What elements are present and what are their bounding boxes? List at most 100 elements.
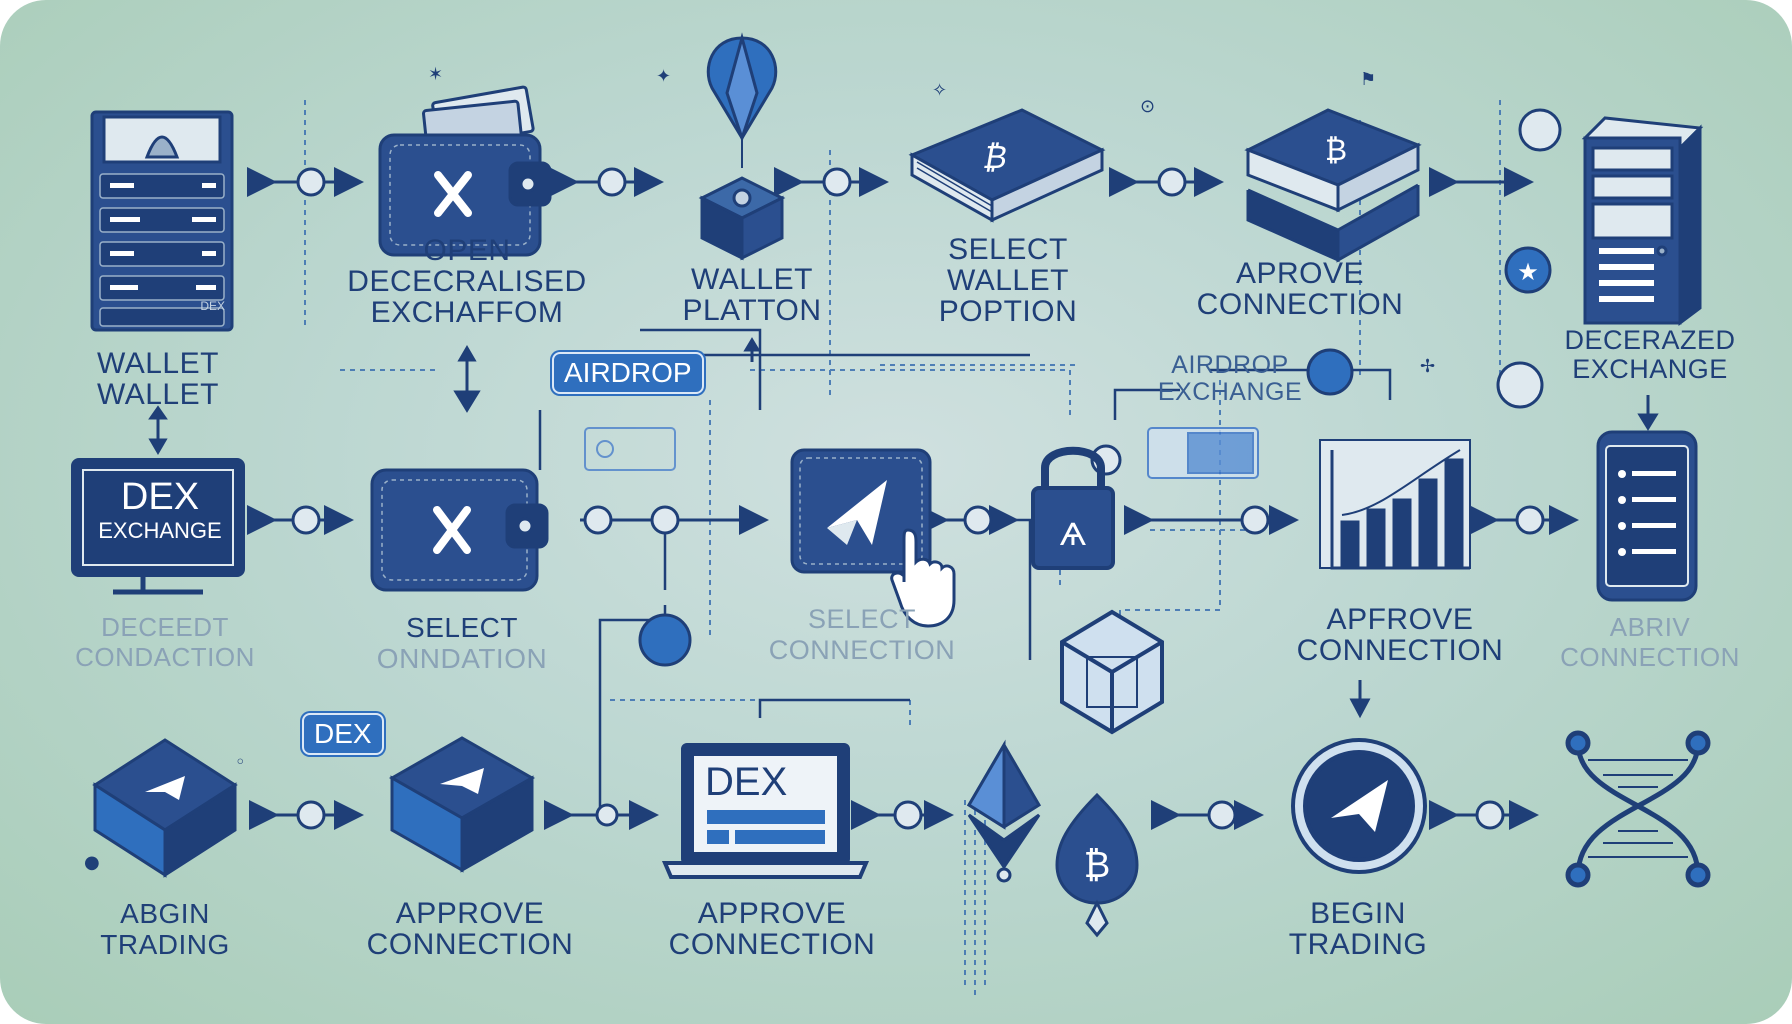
smartphone-icon xyxy=(1596,430,1698,602)
arrow-row3-b xyxy=(544,800,659,830)
label-wallet-platform: WALLET PLATTON xyxy=(682,264,821,326)
arrow-row2-c xyxy=(919,505,1019,535)
server-screen: DEX xyxy=(100,300,225,312)
label-line: CONNECTION xyxy=(1560,642,1740,672)
arrow-row1-a xyxy=(247,167,364,197)
label-line: SELECT xyxy=(948,233,1068,266)
bitcoin-drop-icon: ₿ xyxy=(1055,792,1139,938)
label-line: WALLET xyxy=(691,263,813,296)
label-line: CONNECTION xyxy=(366,928,574,961)
label-line: CONNECTION xyxy=(768,635,956,665)
laptop-screen: DEX xyxy=(705,762,815,802)
arrow-up-small xyxy=(743,337,761,362)
arrow-row3-a xyxy=(249,800,364,830)
label-deceedt: DECEEDT CONDACTION xyxy=(75,612,255,672)
label-line: CONDACTION xyxy=(75,642,255,672)
plane-coin-icon xyxy=(1291,738,1427,874)
blockchain-box-icon-2 xyxy=(388,736,536,873)
circle-badges xyxy=(638,108,1562,667)
label-line: WALLET xyxy=(947,264,1069,297)
label-decerazed: DECERAZED EXCHANGE xyxy=(1564,326,1735,384)
monitor-icon xyxy=(71,458,245,595)
airdrop-tag: AIRDROP xyxy=(552,352,704,394)
arrow-row3-e xyxy=(1429,800,1539,830)
label-line: ONNDATION xyxy=(376,643,548,674)
flow-arrows xyxy=(247,167,1579,830)
label-select-mid: SELECT ONNDATION xyxy=(377,612,547,674)
svg-text:⚑: ⚑ xyxy=(1360,69,1376,90)
label-approve-bottom-1: APPROVE CONNECTION xyxy=(367,898,574,960)
monitor-line1: DEX xyxy=(120,476,200,518)
label-line: WALLET xyxy=(97,347,219,380)
pointer-hand-icon xyxy=(890,528,956,628)
label-airdrop-exchange: AIRDROP EXCHANGE xyxy=(1158,352,1302,406)
label-apfrove: APFROVE CONNECTION xyxy=(1297,604,1504,666)
svg-text:₿: ₿ xyxy=(1084,845,1111,886)
arrow-down-decerazed xyxy=(1637,395,1659,431)
arrow-down-open xyxy=(453,345,481,413)
label-begin-trading: BEGIN TRADING xyxy=(1289,898,1428,960)
svg-text:●: ● xyxy=(84,852,100,873)
svg-text:✢: ✢ xyxy=(1420,356,1435,377)
label-approve-top: APROVE CONNECTION xyxy=(1197,258,1404,320)
label-abgin: ABGIN TRADING xyxy=(100,898,230,960)
label-line: PLATTON xyxy=(682,294,822,327)
label-line: ABRIV xyxy=(1609,612,1691,642)
cube-icon xyxy=(1060,609,1164,735)
svg-text:✦: ✦ xyxy=(656,66,671,87)
plane-badge-icon xyxy=(638,613,692,667)
plane-card-icon xyxy=(790,448,932,574)
monitor-screen: DEX EXCHANGE xyxy=(85,478,235,542)
dna-helix-icon xyxy=(1565,730,1711,888)
balloon-icon xyxy=(698,32,786,261)
label-line: TRADING xyxy=(1288,928,1428,961)
dex-tag: DEX xyxy=(302,713,384,755)
label-line: APFROVE xyxy=(1326,603,1474,636)
number-badge-icon xyxy=(1496,361,1544,409)
label-approve-bottom-2: APPROVE CONNECTION xyxy=(669,898,876,960)
label-line: DECEEDT xyxy=(101,612,229,642)
label-select-connection: SELECT CONNECTION xyxy=(769,604,956,666)
label-line: SELECT xyxy=(807,604,917,634)
padlock-icon: Ѧ xyxy=(1031,446,1115,570)
vertical-arrows xyxy=(148,337,1659,719)
laptop-icon xyxy=(661,743,870,879)
label-line: EXCHANGE xyxy=(1572,354,1728,384)
label-abriv: ABRIV CONNECTION xyxy=(1560,612,1740,672)
arrow-row3-d xyxy=(1151,800,1264,830)
svg-text:⊙: ⊙ xyxy=(1140,96,1155,117)
label-line: BEGIN xyxy=(1310,897,1406,930)
arrow-down-apfrove xyxy=(1349,680,1371,719)
label-line: APPROVE xyxy=(395,897,545,930)
bar-chart-icon xyxy=(1319,439,1471,570)
server-rack-icon xyxy=(90,110,234,332)
star-glyph: ★ xyxy=(1517,258,1539,286)
label-line: CONNECTION xyxy=(1196,288,1404,321)
arrow-row2-e xyxy=(1469,505,1579,535)
ethereum-icon xyxy=(966,739,1042,883)
label-line: CONNECTION xyxy=(668,928,876,961)
arrow-row1-b xyxy=(549,167,664,197)
arrow-row2-a xyxy=(247,505,354,535)
label-line: ABGIN xyxy=(120,898,210,929)
blockchain-blocks-icon: ₿ xyxy=(1244,108,1422,263)
star-badge-icon xyxy=(1504,246,1552,294)
laptop-dex-text: DEX xyxy=(705,760,788,804)
device-outline-icon xyxy=(584,427,676,471)
blockchain-box-icon xyxy=(92,738,238,878)
label-line: WALLET xyxy=(97,378,219,411)
label-line: TRADING xyxy=(100,929,230,960)
arrow-down-wallet xyxy=(148,405,168,455)
arrow-row2-b xyxy=(580,505,769,535)
label-line: OPEN xyxy=(423,234,511,267)
arrow-row3-c xyxy=(851,800,954,830)
device-outline-icon-2 xyxy=(1147,427,1259,479)
solid-connectors xyxy=(538,328,1392,810)
label-line: EXCHANGE xyxy=(1157,378,1303,406)
label-line: DECECRALISED xyxy=(347,265,587,298)
arrow-row2-d xyxy=(1124,505,1299,535)
wallet-icon-2 xyxy=(370,468,549,592)
label-line: AIRDROP xyxy=(1171,351,1289,379)
label-line: APROVE xyxy=(1235,257,1365,290)
